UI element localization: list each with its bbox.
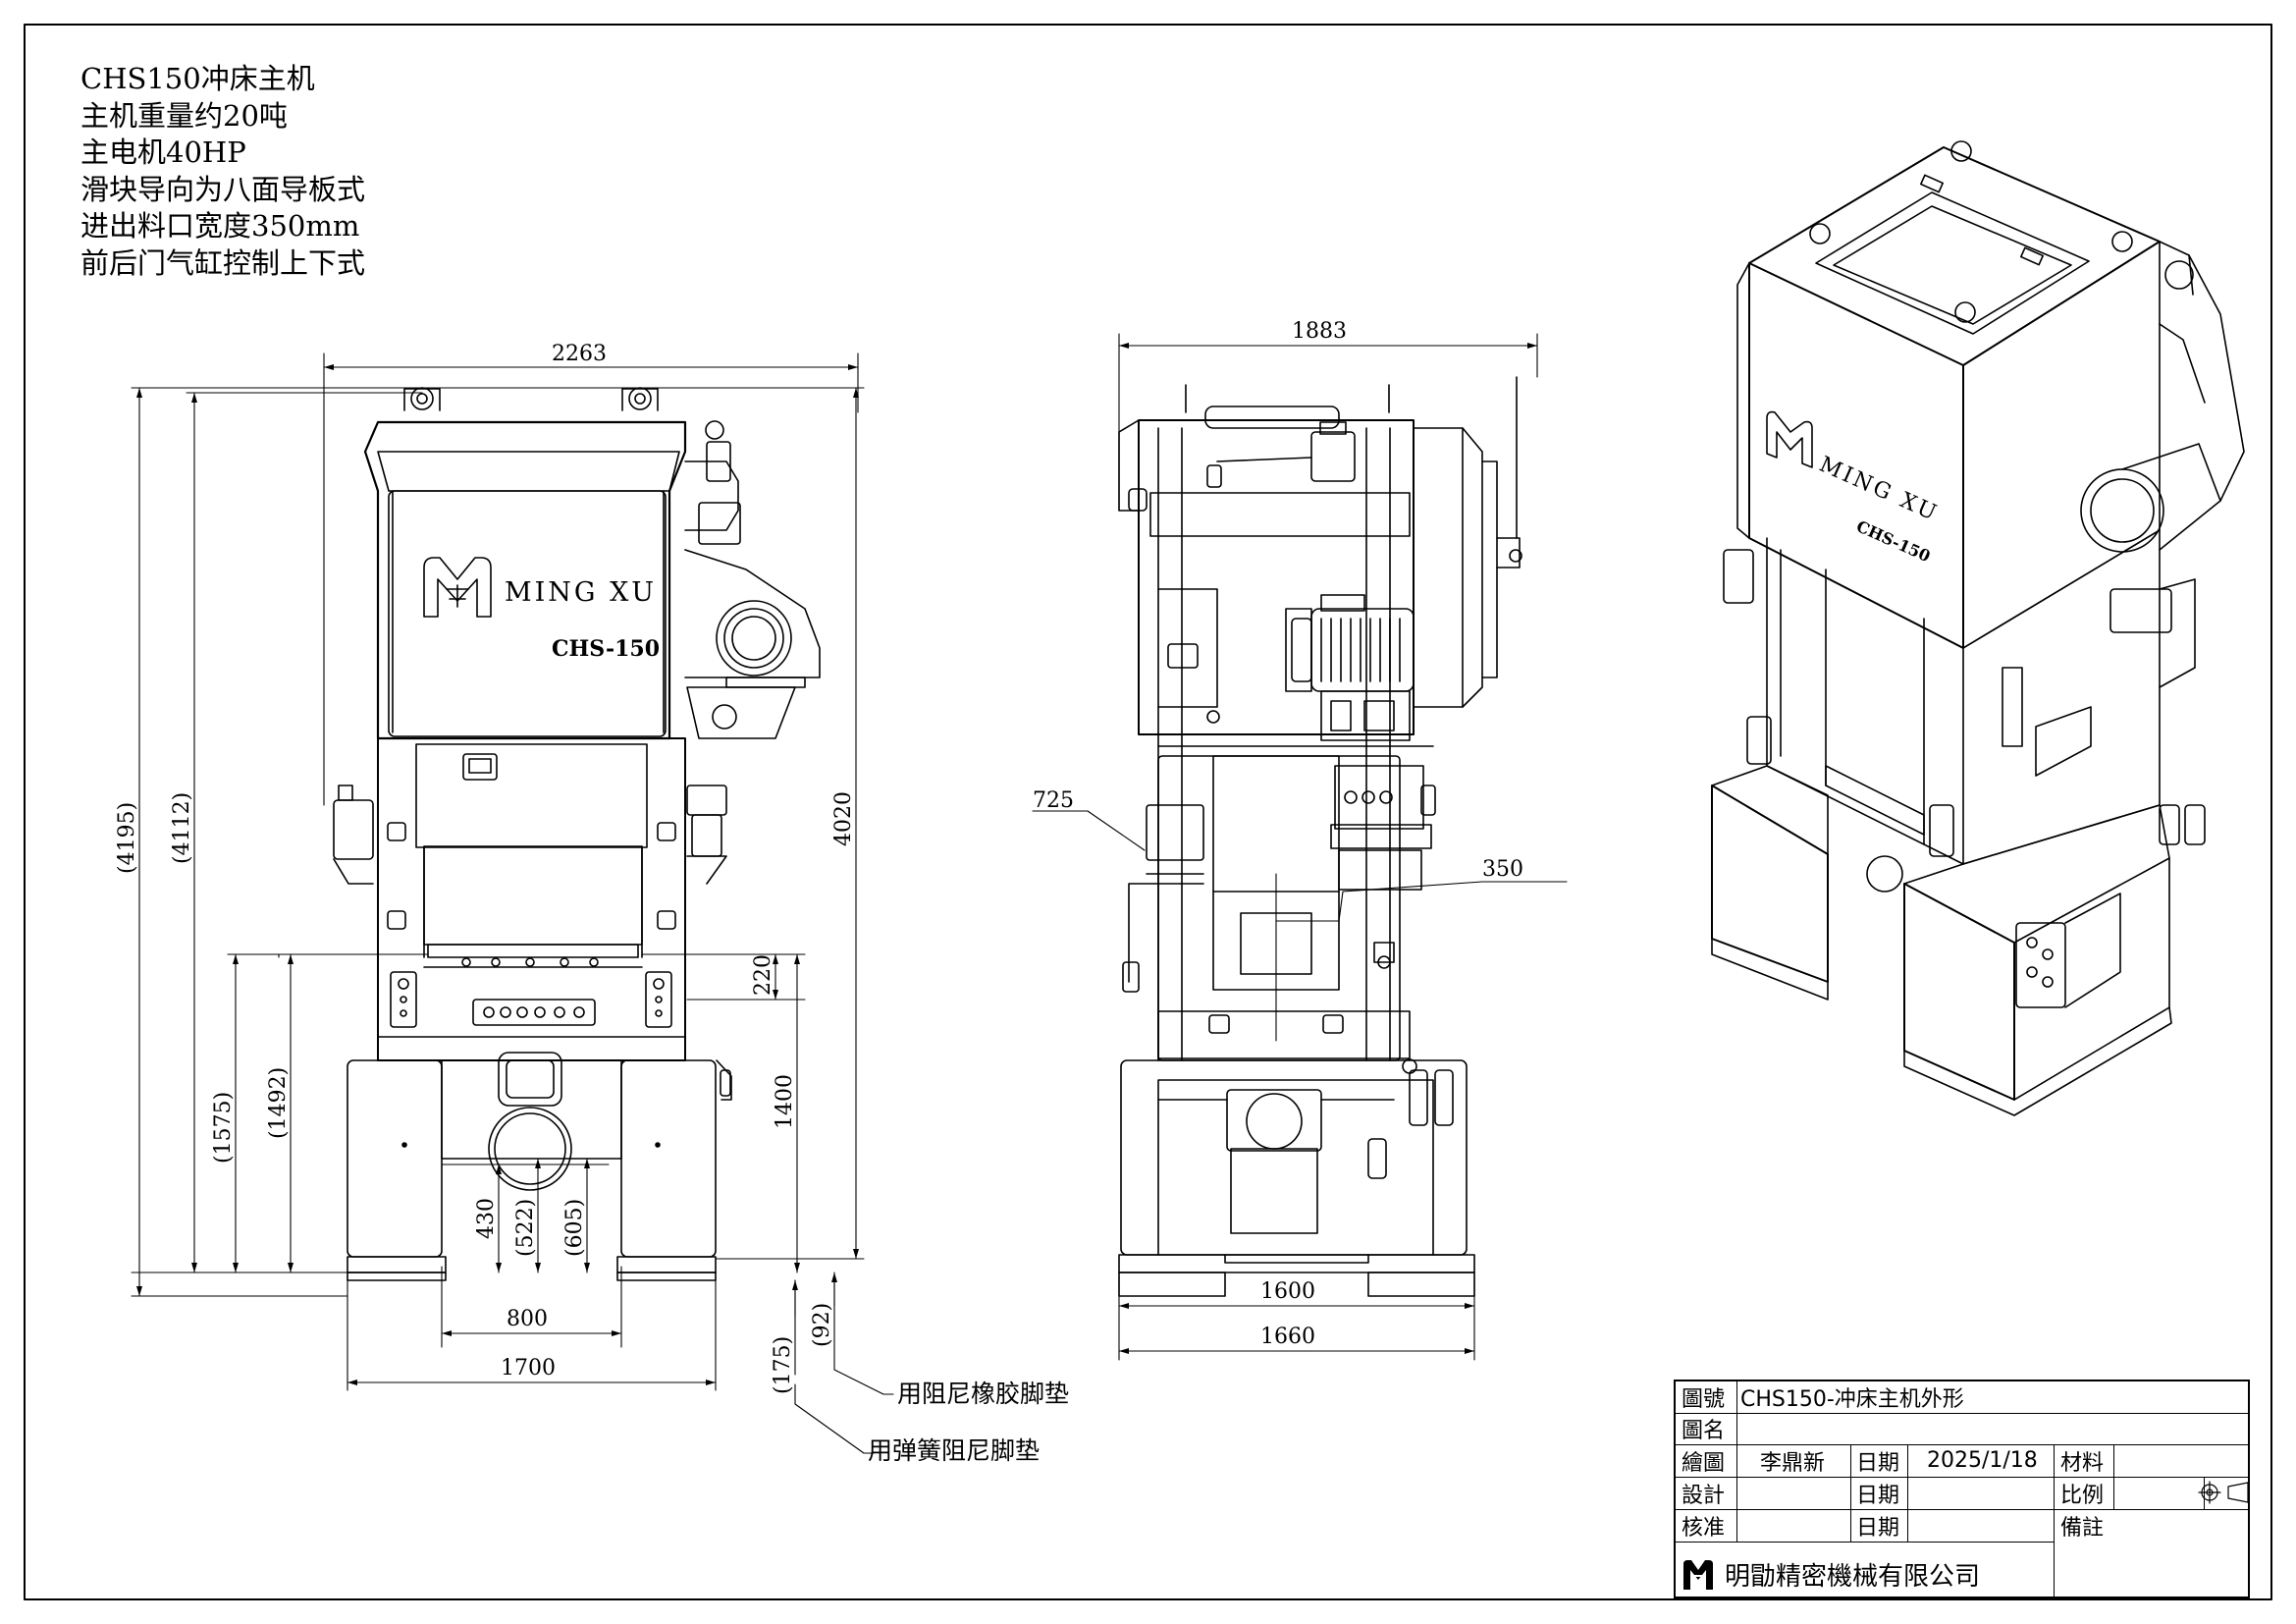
label-drawing-name: 圖名: [1682, 1419, 1726, 1443]
note-line: CHS150冲床主机: [80, 62, 315, 95]
note-line: 前后门气缸控制上下式: [80, 245, 366, 280]
dim-1883: 1883: [1292, 319, 1347, 344]
company-name-text: 明勖精密機械有限公司: [1725, 1562, 1981, 1592]
iso-logo-mark: [1766, 410, 1813, 468]
dim-1600: 1600: [1260, 1279, 1315, 1304]
spec-notes: CHS150冲床主机 主机重量约20吨 主电机40HP 滑块导向为八面导板式 进…: [80, 61, 365, 282]
label-approve: 核准: [1682, 1515, 1726, 1541]
side-view: [1118, 376, 1522, 1297]
company-name: 明勖精密機械有限公司: [1682, 1556, 1980, 1593]
label-drawn: 繪圖: [1682, 1450, 1726, 1476]
dim-1700: 1700: [501, 1356, 556, 1380]
title-block: 圖號 CHS150-冲床主机外形 圖名 繪圖 李鼎新 日期 2025/1/18 …: [1674, 1380, 2250, 1598]
dim-4195: (4195): [115, 802, 139, 874]
projection-symbol: [2198, 1481, 2249, 1504]
note-line: 主电机40HP: [80, 135, 246, 169]
dim-1660: 1660: [1260, 1325, 1315, 1349]
side-dimensions: [1032, 333, 1568, 1361]
dim-92: (92): [810, 1303, 834, 1347]
dim-2263: 2263: [552, 342, 607, 366]
value-date-drawn: 2025/1/18: [1927, 1448, 2038, 1473]
dim-522: (522): [513, 1199, 538, 1257]
label-remarks: 備註: [2060, 1515, 2105, 1541]
dim-350: 350: [1482, 857, 1523, 882]
callout-rubber-pad: 用阻尼橡胶脚垫: [897, 1380, 1069, 1408]
dim-175: (175): [771, 1336, 795, 1394]
front-model-text: CHS-150: [552, 636, 660, 662]
label-material: 材料: [2060, 1450, 2105, 1476]
front-logo-mark: [423, 557, 492, 618]
iso-brand-text: MING XU: [1816, 453, 1943, 527]
iso-model-text: CHS-150: [1853, 516, 1933, 566]
dim-1400: 1400: [773, 1074, 797, 1129]
callout-spring-pad: 用弹簧阻尼脚垫: [868, 1436, 1040, 1465]
company-logo: [1683, 1559, 1713, 1590]
value-drawing-no: CHS150-冲床主机外形: [1740, 1387, 1964, 1412]
drawing-border: [24, 24, 2272, 1600]
dim-1492: (1492): [266, 1067, 291, 1139]
iso-view: MING XU CHS-150: [1711, 140, 2245, 1116]
dim-430: 430: [474, 1198, 499, 1239]
note-line: 主机重量约20吨: [80, 98, 288, 133]
dim-605: (605): [562, 1199, 587, 1257]
front-dimensions: [131, 352, 894, 1454]
dim-725: 725: [1033, 788, 1074, 813]
label-design: 設計: [1682, 1483, 1726, 1508]
note-line: 进出料口宽度350mm: [80, 209, 360, 243]
label-scale: 比例: [2060, 1483, 2105, 1508]
dim-4112: (4112): [170, 792, 194, 864]
label-date-approve: 日期: [1856, 1515, 1900, 1541]
label-drawing-no: 圖號: [1682, 1387, 1726, 1412]
value-drawn-by: 李鼎新: [1760, 1450, 1826, 1476]
note-line: 滑块导向为八面导板式: [80, 172, 366, 206]
dim-1575: (1575): [211, 1092, 236, 1164]
dim-220: 220: [751, 954, 775, 996]
label-date-design: 日期: [1856, 1483, 1900, 1508]
dim-800: 800: [507, 1307, 548, 1331]
label-date-drawn: 日期: [1856, 1450, 1900, 1476]
front-brand-text: MING XU: [505, 577, 657, 608]
dim-4020: 4020: [831, 791, 856, 846]
front-view: MING XU CHS-150: [333, 387, 821, 1281]
